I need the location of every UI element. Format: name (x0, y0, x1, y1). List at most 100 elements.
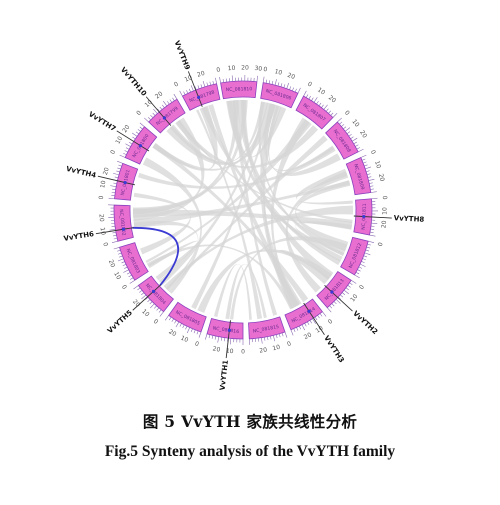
chromosome-tick-label: 0 (109, 149, 117, 156)
chromosome-tick (322, 311, 327, 317)
chromosome-tick (135, 131, 140, 135)
chromosome-tick-label: 20 (358, 129, 368, 139)
chromosome-tick-label: 20 (154, 90, 164, 100)
chromosome-tick (284, 331, 288, 338)
chromosome-tick (290, 329, 294, 336)
chromosome-tick (319, 313, 323, 317)
chromosome-tick (357, 269, 361, 272)
synteny-ribbon (142, 157, 202, 294)
chromosome-tick-label: 0 (343, 109, 351, 117)
chromosome-tick (332, 113, 338, 118)
chromosome-tick (132, 136, 136, 140)
gene-label: VvYTH8 (394, 214, 425, 224)
gene-marker-line (324, 284, 353, 312)
chromosome-tick (186, 327, 190, 334)
chromosome-tick (117, 258, 124, 262)
chromosome-tick (289, 86, 292, 90)
chromosome-tick-label: 0 (152, 318, 159, 326)
chromosome-tick (124, 266, 128, 269)
chromosome-tick (157, 108, 160, 112)
chromosome-block (119, 242, 149, 281)
chromosome-tick (355, 144, 359, 147)
chromosome-tick (347, 285, 351, 288)
chromosome-label: NC_081815 (252, 324, 279, 335)
gene-marker-line (225, 320, 231, 359)
gene-marker-dot (151, 289, 156, 294)
chromosome-tick (149, 301, 153, 305)
chromosome-tick (262, 76, 265, 83)
chromosome-tick (130, 277, 134, 280)
gene-marker-line (353, 215, 392, 219)
chromosome-tick (365, 166, 372, 170)
chromosome-tick (164, 315, 169, 321)
chromosome-tick (348, 133, 352, 137)
chromosome-tick-label: 0 (377, 241, 385, 247)
chromosome-tick (337, 117, 342, 123)
chromosome-tick-label: 10 (99, 227, 107, 236)
chromosome-tick-label: 20 (380, 220, 388, 228)
chromosome-tick (311, 97, 314, 101)
chromosome-tick (313, 97, 318, 103)
chromosome-tick (112, 231, 116, 234)
chromosome-tick (341, 292, 346, 295)
chromosome-tick (208, 334, 211, 339)
gene-marker-dot (162, 116, 166, 120)
chromosome-tick-label: 10 (314, 325, 324, 335)
synteny-ribbon (152, 143, 309, 303)
chromosome-tick (139, 126, 143, 130)
synteny-ribbon (147, 240, 199, 281)
chromosome-tick (353, 141, 357, 145)
chromosome-block (260, 82, 299, 109)
highlighted-synteny-link (132, 226, 180, 286)
chromosome-tick (317, 315, 320, 319)
chromosome-tick (200, 84, 203, 88)
chromosome-tick (309, 320, 312, 324)
chromosome-tick (345, 287, 349, 291)
chromosome-tick (340, 294, 344, 298)
chromosome-tick (113, 237, 118, 240)
chromosome-tick-label: 0 (263, 66, 268, 74)
chromosome-tick (329, 305, 333, 309)
synteny-ribbon (295, 221, 352, 256)
chromosome-tick-label: 20 (196, 70, 206, 79)
chromosome-tick-label: 0 (358, 284, 366, 291)
chromosome-block (340, 236, 369, 276)
chromosome-tick (196, 330, 199, 335)
chromosome-tick (159, 311, 164, 317)
chromosome-tick (343, 289, 349, 295)
chromosome-tick (321, 104, 324, 108)
chromosome-tick (294, 88, 297, 93)
chromosome-tick (215, 77, 217, 84)
chromosome-tick (267, 336, 269, 341)
chromosome-label: NC_081802 (118, 209, 127, 236)
chromosome-tick (303, 90, 307, 97)
gene-marker-line (303, 302, 325, 336)
chromosome-tick (197, 85, 200, 89)
chromosome-tick (305, 94, 309, 98)
gene-marker-dot (123, 180, 127, 185)
chromosome-tick-label: 0 (101, 242, 109, 248)
chromosome-tick (328, 110, 332, 114)
chromosome-tick (118, 164, 122, 167)
chromosome-tick-label: 20 (241, 64, 249, 71)
chromosome-tick (128, 141, 133, 145)
chromosome-tick (113, 172, 119, 176)
chromosome-tick-label: 10 (274, 68, 283, 77)
chromosome-tick (366, 170, 370, 173)
chromosome-tick (367, 176, 372, 178)
chromosome-tick (370, 231, 374, 233)
synteny-ribbon (236, 100, 346, 252)
chromosome-tick (364, 252, 371, 256)
gene-label: VvYTH3 (322, 334, 345, 364)
chromosome-label: NC_081816 (212, 325, 239, 335)
synteny-ribbon (145, 119, 312, 264)
chromosome-block (168, 301, 207, 333)
figure-caption-english: Fig.5 Synteny analysis of the VvYTH fami… (104, 443, 396, 460)
chromosome-tick (363, 161, 367, 164)
synteny-ribbon (225, 263, 267, 320)
chromosome-tick-label: 10 (99, 180, 107, 189)
chromosome-tick (179, 90, 183, 97)
chromosome-tick-label: 20 (167, 328, 177, 338)
chromosome-tick-label: 10 (350, 118, 360, 128)
